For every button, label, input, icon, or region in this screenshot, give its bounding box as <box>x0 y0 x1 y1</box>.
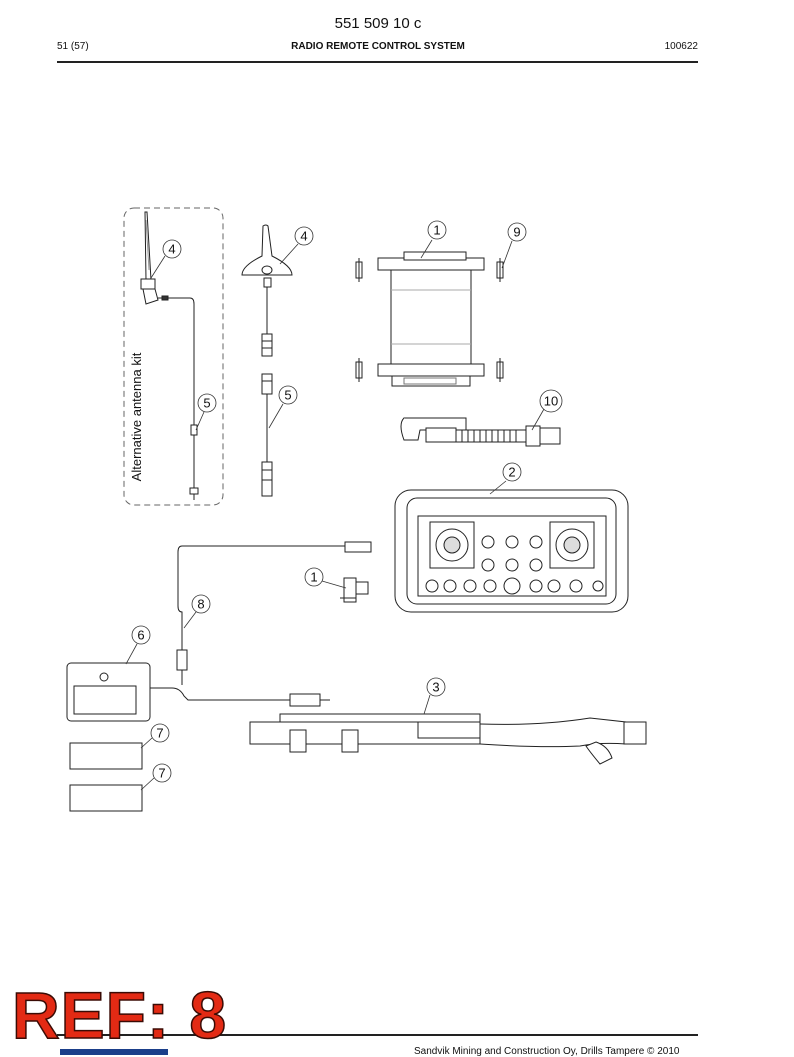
callout-1-receiver: 1 <box>433 223 440 238</box>
small-connector <box>340 577 369 603</box>
footer-rule <box>57 1034 698 1036</box>
battery-charger <box>66 662 330 722</box>
callout-6: 6 <box>137 628 144 643</box>
header-rule <box>57 61 698 63</box>
callout-2: 2 <box>508 465 515 480</box>
callout-4-whip: 4 <box>168 242 175 257</box>
charger-cable <box>176 541 372 685</box>
callout-10: 10 <box>544 394 558 409</box>
receiver-unit <box>377 251 485 387</box>
page-number: 51 (57) <box>57 41 89 52</box>
callout-3: 3 <box>432 680 439 695</box>
callout-5-alt: 5 <box>203 396 210 411</box>
footer-company: Sandvik Mining and Construction Oy, Dril… <box>414 1046 680 1057</box>
antenna-cable <box>261 373 273 497</box>
callout-circles <box>131 220 563 783</box>
date-code: 100622 <box>664 41 698 52</box>
document-title: RADIO REMOTE CONTROL SYSTEM <box>291 41 465 52</box>
callout-1-connector: 1 <box>310 570 317 585</box>
battery-2 <box>69 784 143 812</box>
whip-antenna <box>140 211 199 500</box>
carrying-belt <box>249 713 647 765</box>
alternative-antenna-kit-label: Alternative antenna kit <box>129 352 144 481</box>
harness-connector <box>400 417 561 447</box>
leader-lines <box>125 239 545 791</box>
callout-9: 9 <box>513 225 520 240</box>
battery-1 <box>69 742 143 770</box>
company-logo <box>60 1049 168 1055</box>
callout-7-b: 7 <box>158 766 165 781</box>
document-number: 551 509 10 c <box>334 15 422 32</box>
dome-antenna <box>241 224 293 357</box>
alternative-antenna-kit-frame <box>123 207 224 506</box>
ref-stamp: REF: 8 <box>11 978 228 1052</box>
callout-5-cable: 5 <box>284 388 291 403</box>
callout-8: 8 <box>197 597 204 612</box>
transmitter-box <box>394 489 629 613</box>
callout-7-a: 7 <box>156 726 163 741</box>
callout-4-dome: 4 <box>300 229 307 244</box>
mounting-brackets <box>355 258 504 382</box>
